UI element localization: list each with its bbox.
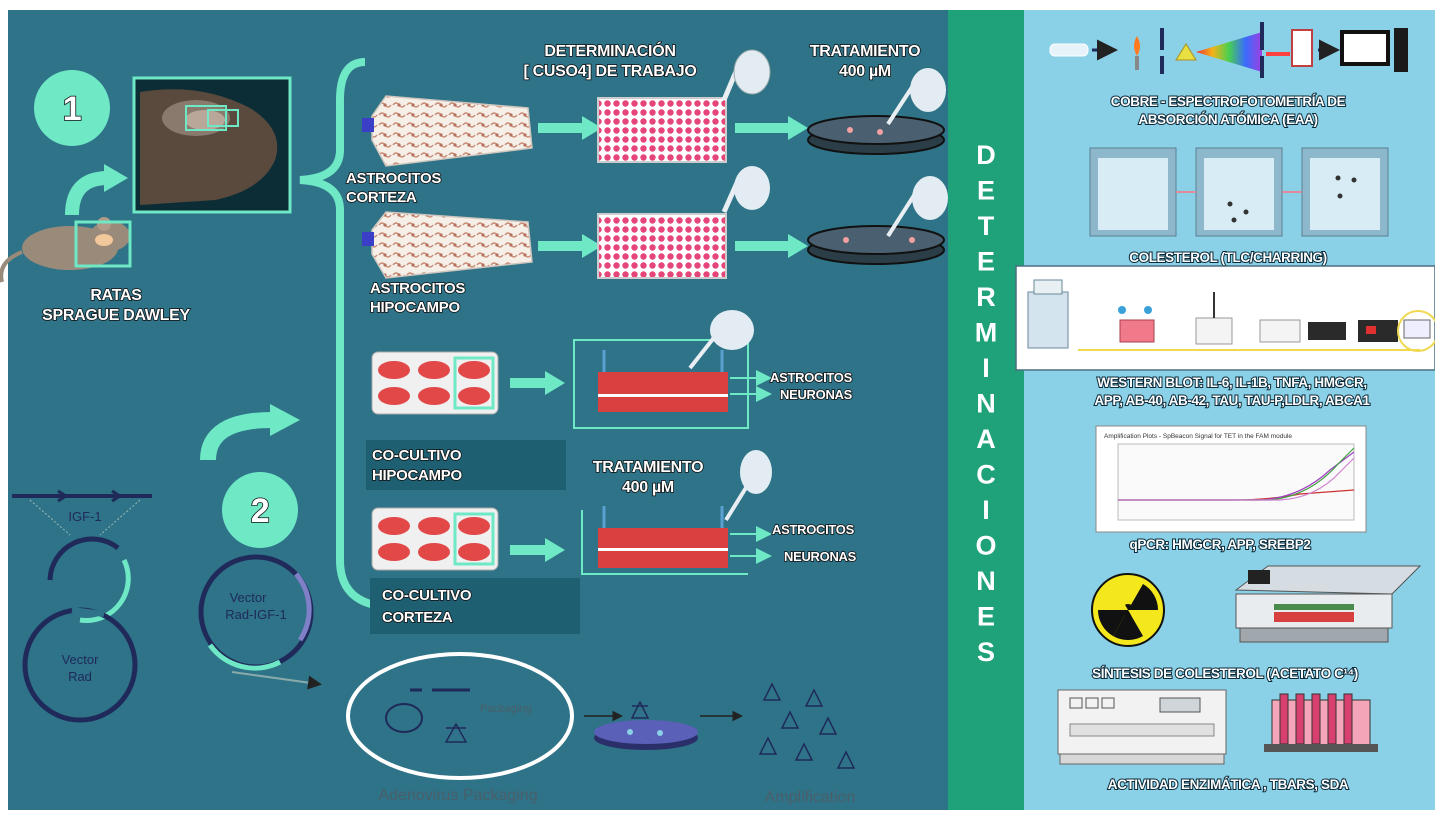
out2-astro-label: ASTROCITOS (772, 522, 855, 537)
plate-96-2 (597, 166, 770, 279)
vector-radigf-line1: Vector (230, 590, 268, 605)
banner-letter: I (982, 495, 990, 525)
flask-hippocampus (362, 211, 533, 279)
test-tube-rack (1264, 693, 1378, 752)
astro-cortex-line1: ASTROCITOS (346, 170, 441, 187)
flask-cortex (362, 95, 533, 167)
rat-icon (0, 217, 132, 283)
vector-radigf-line2: Rad-IGF-1 (225, 607, 286, 622)
curved-arrow-1 (65, 171, 109, 216)
rat-brain-highlight (74, 220, 132, 268)
banner-letter: E (977, 247, 995, 277)
cocult-hippo-box (366, 440, 566, 490)
banner-letter: E (977, 176, 995, 206)
banner-letter: I (982, 353, 990, 383)
right-panel: COBRE - ESPECTROFOTOMETRÍA DE ABSORCIÓN … (1015, 10, 1435, 810)
cocult-cortex-line1: CO-CULTIVO (382, 587, 472, 604)
culture-plate-cortex (371, 507, 499, 571)
qpcr-label: qPCR: HMGCR, APP, SREBP2 (1130, 537, 1311, 552)
banner-letter: M (975, 318, 998, 348)
cobre-label-line2: ABSORCIÓN ATÓMICA (EAA) (1138, 112, 1317, 127)
rats-label-line2: SPRAGUE DAWLEY (42, 307, 190, 324)
transwell-1 (573, 310, 754, 429)
trat1-label-line2: 400 µM (839, 63, 891, 80)
packaging-label: Packaging (480, 703, 531, 715)
radioactive-icon (1091, 573, 1165, 647)
astro-hippo-line2: HIPOCAMPO (370, 299, 460, 316)
cobre-label-line1: COBRE - ESPECTROFOTOMETRÍA DE (1111, 94, 1346, 109)
cocult-hippo-line2: HIPOCAMPO (372, 467, 462, 484)
culture-plate-hippocampus (371, 351, 499, 415)
branch-brace (299, 58, 381, 610)
trat2-label-line1: TRATAMIENTO (593, 459, 703, 476)
scintillation-counter (1234, 565, 1422, 643)
tlc-plates (1089, 147, 1389, 237)
qpcr-chart-title: Amplification Plots - SpBeacon Signal fo… (1104, 433, 1292, 440)
virus-dish (594, 700, 698, 750)
spectrophotometer-diagram (1049, 22, 1408, 78)
step-2-number: 2 (251, 492, 270, 530)
banner-letter: E (977, 602, 995, 632)
banner-letter: S (977, 637, 995, 667)
step-1-number: 1 (63, 90, 82, 128)
cocult-cortex-box (370, 578, 580, 634)
western-label-line2: APP, AB-40, AB-42, TAU, TAU-P,LDLR, ABCA… (1094, 393, 1370, 408)
amplified-virus-group (758, 682, 856, 769)
banner-letter: R (976, 282, 996, 312)
sintesis-label: SÍNTESIS DE COLESTEROL (ACETATO C¹⁴) (1092, 666, 1358, 681)
igf-label: IGF-1 (68, 509, 101, 524)
vector-rad-igf-plasmid: Vector Rad-IGF-1 (198, 554, 314, 671)
western-blot-workflow (1015, 265, 1435, 371)
step-2-badge: 2 (222, 472, 298, 548)
out2-neuro-label: NEURONAS (784, 549, 857, 564)
curved-arrow-2 (200, 412, 273, 461)
trat1-label-line1: TRATAMIENTO (810, 43, 920, 60)
rat-zoom-panel (132, 76, 292, 214)
vector-rad-plasmid: Vector Rad (22, 607, 138, 723)
spectrophotometer-plate-reader (1057, 689, 1227, 765)
pipette-1 (721, 49, 771, 101)
det-label-line1: DETERMINACIÓN (544, 41, 675, 60)
qpcr-amplification-plot: Amplification Plots - SpBeacon Signal fo… (1095, 425, 1367, 533)
trat2-label-line2: 400 µM (622, 479, 674, 496)
vector-opened-icon (47, 536, 131, 623)
right-panel-background (1024, 10, 1435, 810)
step-1-badge: 1 (34, 70, 110, 146)
banner-letter: A (976, 424, 996, 454)
amplification-label: Amplification (765, 789, 856, 806)
cocult-cortex-line2: CORTEZA (382, 609, 453, 626)
transwell-2 (581, 450, 772, 575)
banner-letter: T (978, 211, 995, 241)
banner-letter: C (976, 460, 996, 490)
western-label-line1: WESTERN BLOT: IL-6, IL-1B, TNFA, HMGCR, (1097, 375, 1366, 390)
vector-rad-line1: Vector (62, 652, 100, 667)
packaging-cell: Packaging (346, 652, 574, 780)
colesterol-label: COLESTEROL (TLC/CHARRING) (1129, 250, 1327, 265)
cocult-hippo-line1: CO-CULTIVO (372, 447, 462, 464)
banner-letter: N (976, 566, 996, 596)
petri-dish-1 (807, 68, 946, 155)
plate-96-1 (597, 97, 727, 163)
vector-rad-line2: Rad (68, 669, 92, 684)
petri-dish-2 (807, 176, 948, 265)
rats-label-line1: RATAS (90, 287, 142, 304)
astro-hippo-line1: ASTROCITOS (370, 280, 465, 297)
det-label-line2: [ CUSO4] DE TRABAJO (524, 63, 697, 80)
actividad-label: ACTIVIDAD ENZIMÁTICA , TBARS, SDA (1108, 777, 1349, 792)
banner-letter: N (976, 389, 996, 419)
banner-letter: O (975, 531, 996, 561)
banner-letter: D (976, 140, 996, 170)
adenovirus-label: Adenovirus Packaging (378, 787, 537, 804)
igf-insert: IGF-1 (12, 489, 152, 536)
astro-cortex-line2: CORTEZA (346, 189, 417, 206)
out1-neuro-label: NEURONAS (780, 387, 853, 402)
out1-astro-label: ASTROCITOS (770, 370, 853, 385)
